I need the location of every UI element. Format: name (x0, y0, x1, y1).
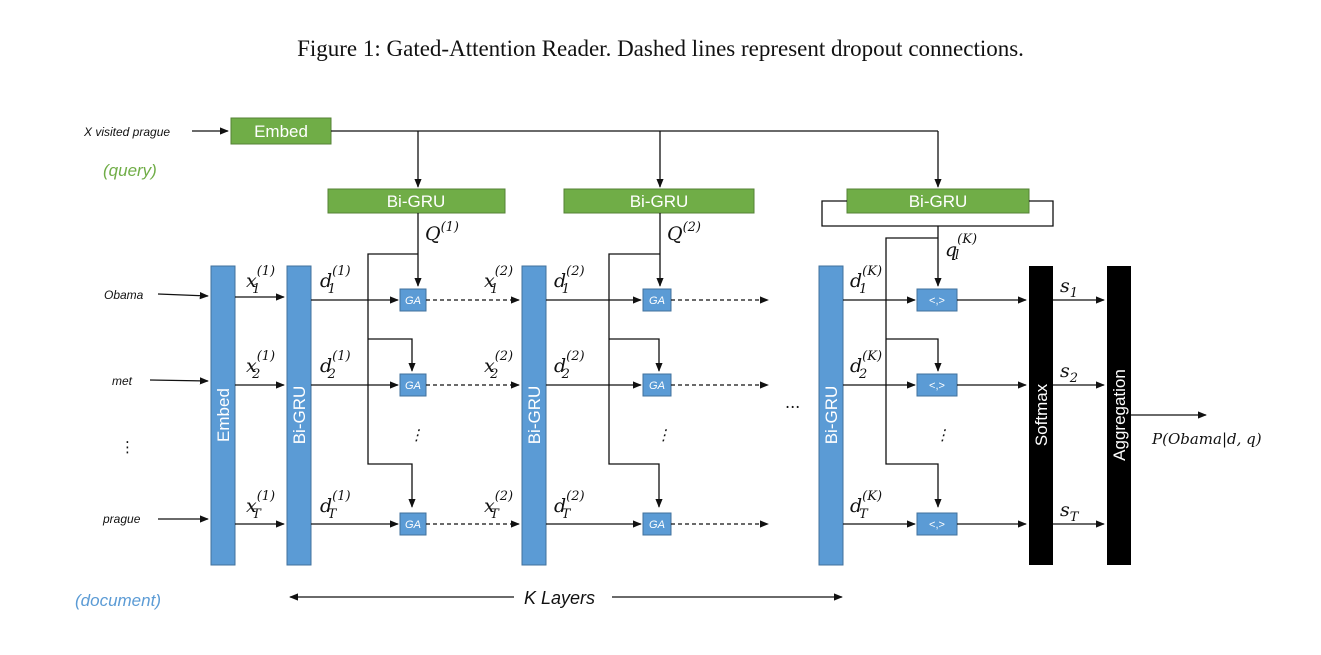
doc-embed-box: Embed (210, 265, 236, 566)
ga-box-2-2: GA (642, 373, 672, 397)
ga-box-1-1: GA (399, 288, 427, 312)
ga-box-2-t: GA (642, 512, 672, 536)
query-rep-k-lines (885, 226, 942, 508)
math-labels: x(1)1 x(1)2 x(1)T d(1)1 d(1)2 d(1)T x(2)1 x(2)2… (246, 264, 1080, 525)
doc-token-1-arrow (157, 292, 209, 300)
svg-text:GA: GA (649, 380, 665, 392)
doc-token-t: prague (102, 512, 141, 526)
svg-text:GA: GA (405, 295, 421, 307)
doc-embed-label: Embed (214, 388, 233, 442)
d-label-layer1-3: d(1)T (320, 489, 351, 522)
x-label-layer1-1: x(1)1 (246, 264, 275, 297)
svg-text:Bi-GRU: Bi-GRU (630, 192, 689, 211)
svg-text:<,>: <,> (929, 295, 945, 307)
svg-text:GA: GA (405, 519, 421, 531)
figure-caption: Figure 1: Gated-Attention Reader. Dashed… (297, 36, 1024, 61)
doc-token-1: Obama (104, 288, 144, 302)
dot-box-2: <,> (916, 373, 958, 397)
svg-text:<,>: <,> (929, 380, 945, 392)
ga-box-1-t: GA (399, 512, 427, 536)
ga-box-1-2: GA (399, 373, 427, 397)
svg-text:GA: GA (405, 380, 421, 392)
svg-text:GA: GA (649, 519, 665, 531)
aggregation-box: Aggregation (1107, 266, 1131, 565)
ga-vdots-2: ⋮ (656, 426, 671, 444)
dot-box-1: <,> (916, 288, 958, 312)
output-label: P(Obama|d, q) (1151, 430, 1262, 448)
softmax-label: Softmax (1032, 383, 1051, 446)
x-label-layer2-2: x(2)2 (484, 349, 513, 382)
k-layers-label: K Layers (524, 588, 595, 608)
d-label-layer1-1: d(1)1 (320, 264, 351, 297)
query-rep-1-lines (367, 213, 422, 508)
d-label-layer2-1: d(2)1 (554, 264, 585, 297)
score-label-3: sT (1060, 499, 1080, 525)
ga-vdots-1: ⋮ (409, 426, 424, 444)
d-label-layerk-1: d(K)1 (850, 264, 882, 297)
query-rep-2-label: Q(2) (667, 220, 701, 245)
doc-bigru-2: Bi-GRU (521, 265, 547, 566)
dot-box-t: <,> (916, 512, 958, 536)
ga-box-2-1: GA (642, 288, 672, 312)
svg-text:Bi-GRU: Bi-GRU (525, 386, 544, 445)
svg-text:<,>: <,> (929, 519, 945, 531)
score-label-1: s1 (1060, 275, 1078, 301)
score-label-2: s2 (1060, 360, 1078, 386)
svg-text:Bi-GRU: Bi-GRU (290, 386, 309, 445)
d-label-layer2-3: d(2)T (554, 489, 585, 522)
query-embed-label: Embed (254, 122, 308, 141)
d-label-layer2-2: d(2)2 (554, 349, 585, 382)
svg-text:Bi-GRU: Bi-GRU (909, 192, 968, 211)
query-bigru-1: Bi-GRU (327, 188, 506, 214)
query-bigru-2: Bi-GRU (563, 188, 755, 214)
doc-token-2: met (112, 374, 133, 388)
query-label: (query) (103, 161, 157, 180)
d-label-layer1-2: d(1)2 (320, 349, 351, 382)
dot-vdots: ⋮ (935, 426, 950, 444)
query-rep-k-label: q(K)l (945, 232, 977, 263)
aggregation-label: Aggregation (1110, 369, 1129, 461)
query-rep-1-label: Q(1) (425, 220, 459, 245)
x-label-layer2-3: x(2)T (484, 489, 513, 522)
softmax-box: Softmax (1029, 266, 1053, 565)
document-label: (document) (75, 591, 161, 610)
doc-bigru-k: Bi-GRU (818, 265, 844, 566)
x-label-layer2-1: x(2)1 (484, 264, 513, 297)
query-input-text: X visited prague (83, 125, 170, 139)
query-rep-2-lines (608, 213, 664, 508)
d-label-layerk-3: d(K)T (850, 489, 882, 522)
svg-text:GA: GA (649, 295, 665, 307)
svg-text:Bi-GRU: Bi-GRU (822, 386, 841, 445)
doc-bigru-1: Bi-GRU (286, 265, 312, 566)
query-bigru-k: Bi-GRU (846, 188, 1030, 214)
svg-text:Bi-GRU: Bi-GRU (387, 192, 446, 211)
doc-token-ellipsis: ⋮ (120, 439, 135, 456)
x-label-layer1-3: x(1)T (246, 489, 275, 522)
x-label-layer1-2: x(1)2 (246, 349, 275, 382)
doc-token-2-arrow (149, 377, 209, 385)
layers-ellipsis: ... (785, 393, 800, 412)
d-label-layerk-2: d(K)2 (850, 349, 882, 382)
query-embed-box: Embed (230, 117, 332, 145)
